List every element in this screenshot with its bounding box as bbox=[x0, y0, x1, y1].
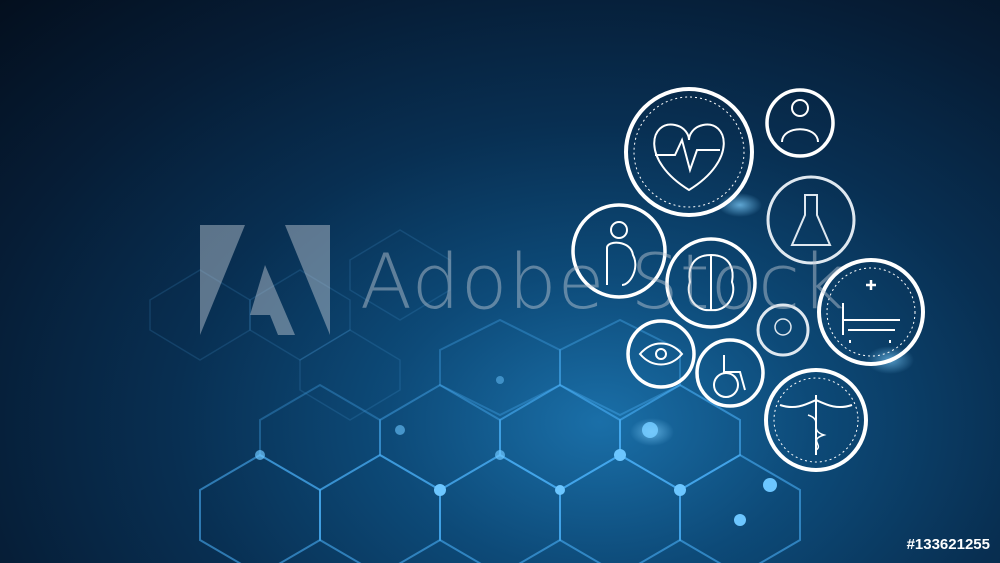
caduceus-icon bbox=[764, 368, 868, 472]
network-nodes bbox=[255, 376, 777, 526]
brain-icon bbox=[665, 237, 757, 329]
eye-icon bbox=[626, 319, 696, 389]
pregnant-woman-icon bbox=[571, 203, 667, 299]
wheelchair-icon bbox=[695, 338, 765, 408]
hospital-bed-icon bbox=[817, 258, 925, 366]
hexagon-network bbox=[199, 318, 801, 563]
watermark-brand-text: Adobe Stock bbox=[360, 237, 846, 326]
stock-image-id: #133621255 bbox=[906, 536, 990, 553]
adobe-stock-watermark: Adobe Stock bbox=[200, 225, 845, 335]
nurse-icon bbox=[756, 303, 810, 357]
adobe-logo-icon bbox=[200, 225, 330, 335]
doctor-icon bbox=[765, 88, 835, 158]
heart-pulse-icon bbox=[624, 87, 754, 217]
flask-icon bbox=[766, 175, 856, 265]
hexagon-network-faint bbox=[149, 229, 451, 421]
